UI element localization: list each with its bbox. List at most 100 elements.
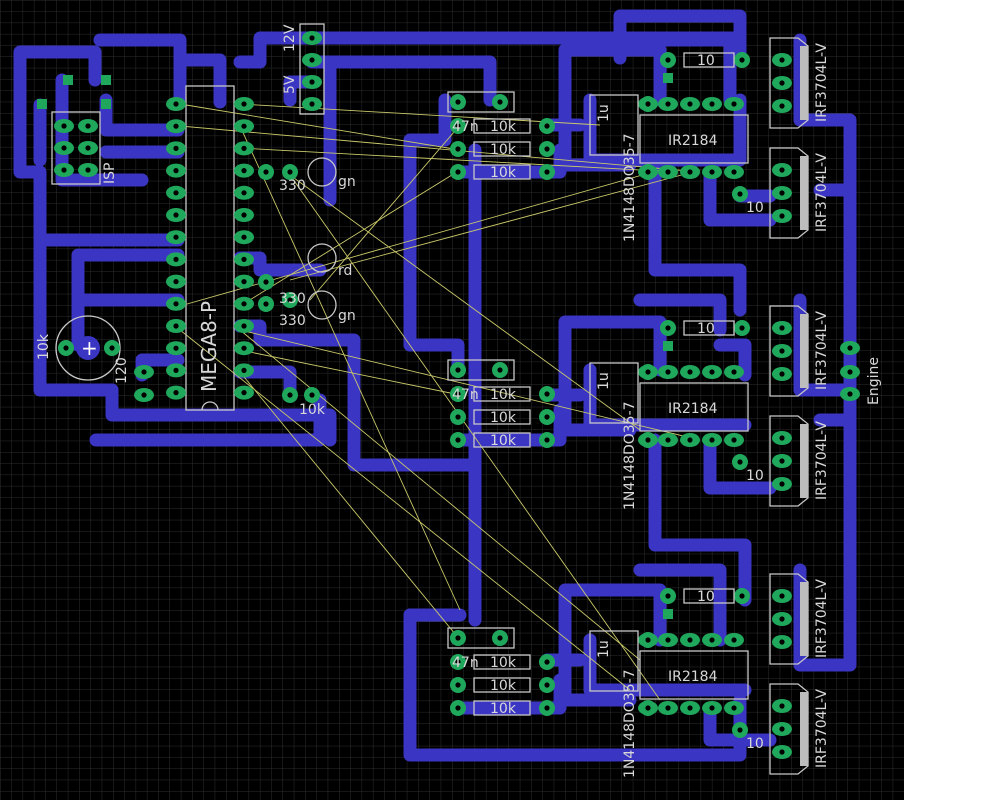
bridge3-gate-resistor-body bbox=[683, 588, 735, 604]
pad-drill bbox=[687, 705, 693, 711]
bridge2-cap47n-outline bbox=[447, 359, 515, 381]
pads: + bbox=[37, 31, 860, 759]
bridge3-cap47n-outline bbox=[447, 627, 515, 649]
bridge2-r10k-3-label: 10k bbox=[490, 433, 517, 449]
bridge2-mosfet-hi-label: IRF3704L-V bbox=[814, 311, 830, 390]
pad-drill bbox=[779, 80, 785, 86]
pad-drill bbox=[847, 369, 853, 375]
pad-drill bbox=[455, 705, 461, 711]
label-led-rd: rd bbox=[338, 263, 352, 279]
pad-drill bbox=[709, 637, 715, 643]
pad-drill bbox=[455, 391, 461, 397]
mosfets bbox=[769, 37, 809, 775]
pad-drill bbox=[779, 167, 785, 173]
pad-drill bbox=[779, 749, 785, 755]
pad-drill bbox=[645, 369, 651, 375]
via bbox=[37, 99, 47, 109]
pad-drill bbox=[241, 212, 247, 218]
bridge2-mosfet-lo-label: IRF3704L-V bbox=[814, 421, 830, 500]
pad-drill bbox=[241, 123, 247, 129]
bridge2-cap1u-label: 1u bbox=[596, 372, 612, 390]
pad-drill bbox=[173, 123, 179, 129]
pad-drill bbox=[737, 191, 743, 197]
pad-drill bbox=[739, 325, 745, 331]
pcb-layout: + 12V 5V ISP MEGA8-P 10k 120 330 330 330… bbox=[0, 0, 904, 800]
bridge2-gate-resistor-label: 10 bbox=[697, 321, 715, 337]
bridge1-mosfet-hi-tab bbox=[800, 46, 808, 120]
pad-drill bbox=[263, 279, 269, 285]
pad-drill bbox=[544, 682, 550, 688]
bridge1-gate-resistor-body bbox=[683, 52, 735, 68]
bridge2-r10k-3-body bbox=[473, 432, 531, 448]
pad-drill bbox=[731, 705, 737, 711]
pad-drill bbox=[665, 169, 671, 175]
pad-drill bbox=[687, 101, 693, 107]
label-r330-a: 330 bbox=[279, 178, 306, 194]
pad-drill bbox=[241, 168, 247, 174]
bridge2-r10k-1-body bbox=[473, 386, 531, 402]
pad-drill bbox=[241, 301, 247, 307]
pad-drill bbox=[544, 705, 550, 711]
pad-drill bbox=[779, 616, 785, 622]
pad-drill bbox=[455, 99, 461, 105]
bridge1-cap1u-label: 1u bbox=[596, 104, 612, 122]
bridge2-mosfet-hi-tab bbox=[800, 314, 808, 388]
bridge2-cap47n-label: 47n bbox=[452, 387, 479, 403]
pad-drill bbox=[241, 234, 247, 240]
pad-drill bbox=[455, 635, 461, 641]
via bbox=[663, 609, 673, 619]
pad-drill bbox=[85, 145, 91, 151]
pad-drill bbox=[109, 345, 115, 351]
pad-drill bbox=[544, 414, 550, 420]
bridge2-driver-label: IR2184 bbox=[668, 401, 718, 417]
bridge3-r10k-2-body bbox=[473, 677, 531, 693]
pad-drill bbox=[141, 392, 147, 398]
pad-drill bbox=[779, 458, 785, 464]
bridge3-r10k-1-label: 10k bbox=[490, 655, 517, 671]
label-r330-c: 330 bbox=[279, 313, 306, 329]
bridge1-r10k-1-label: 10k bbox=[490, 119, 517, 135]
pad-drill bbox=[779, 371, 785, 377]
bridge1-mosfet-lo-label: IRF3704L-V bbox=[814, 153, 830, 232]
pad-drill bbox=[665, 637, 671, 643]
label-r330-b: 330 bbox=[279, 291, 306, 307]
bridge2-r10k-2-body bbox=[473, 409, 531, 425]
label-12v: 12V bbox=[282, 24, 298, 52]
pad-drill bbox=[309, 35, 315, 41]
pad-drill bbox=[309, 392, 315, 398]
pad-drill bbox=[63, 345, 69, 351]
bridge3-gate-resistor-label: 10 bbox=[697, 589, 715, 605]
pad-drill bbox=[173, 256, 179, 262]
isp-outline bbox=[51, 111, 101, 185]
silkscreen-labels: 12V 5V ISP MEGA8-P 10k 120 330 330 330 g… bbox=[36, 24, 882, 418]
pad-drill bbox=[665, 57, 671, 63]
pad-drill bbox=[544, 169, 550, 175]
label-cap-120: 120 bbox=[114, 357, 130, 384]
pad-drill bbox=[241, 101, 247, 107]
bridge3-r10k-2-label: 10k bbox=[490, 678, 517, 694]
pad-drill bbox=[645, 705, 651, 711]
label-pot: 10k bbox=[36, 333, 52, 360]
pad-drill bbox=[241, 279, 247, 285]
pad-drill bbox=[665, 325, 671, 331]
pad-drill bbox=[544, 123, 550, 129]
pad-drill bbox=[455, 682, 461, 688]
pad-drill bbox=[287, 297, 293, 303]
label-engine: Engine bbox=[866, 357, 882, 405]
label-r10k-main: 10k bbox=[299, 402, 326, 418]
pad-drill bbox=[173, 234, 179, 240]
pad-drill bbox=[645, 637, 651, 643]
pad-drill bbox=[173, 367, 179, 373]
bridge1-driver-label: IR2184 bbox=[668, 133, 718, 149]
bridge2-diode-label: 1N4148DO35-7 bbox=[622, 401, 638, 510]
bridge1-diode-label: 1N4148DO35-7 bbox=[622, 133, 638, 242]
pad-drill bbox=[709, 705, 715, 711]
pad-drill bbox=[497, 367, 503, 373]
pad-drill bbox=[173, 212, 179, 218]
bridge3-r10k-1-body bbox=[473, 654, 531, 670]
pad-drill bbox=[455, 367, 461, 373]
bridge3-cap1u-outline bbox=[589, 630, 639, 692]
pcb-board-canvas[interactable]: + 12V 5V ISP MEGA8-P 10k 120 330 330 330… bbox=[0, 0, 904, 800]
pad-drill bbox=[737, 459, 743, 465]
bridge1-cap47n-outline bbox=[447, 91, 515, 113]
